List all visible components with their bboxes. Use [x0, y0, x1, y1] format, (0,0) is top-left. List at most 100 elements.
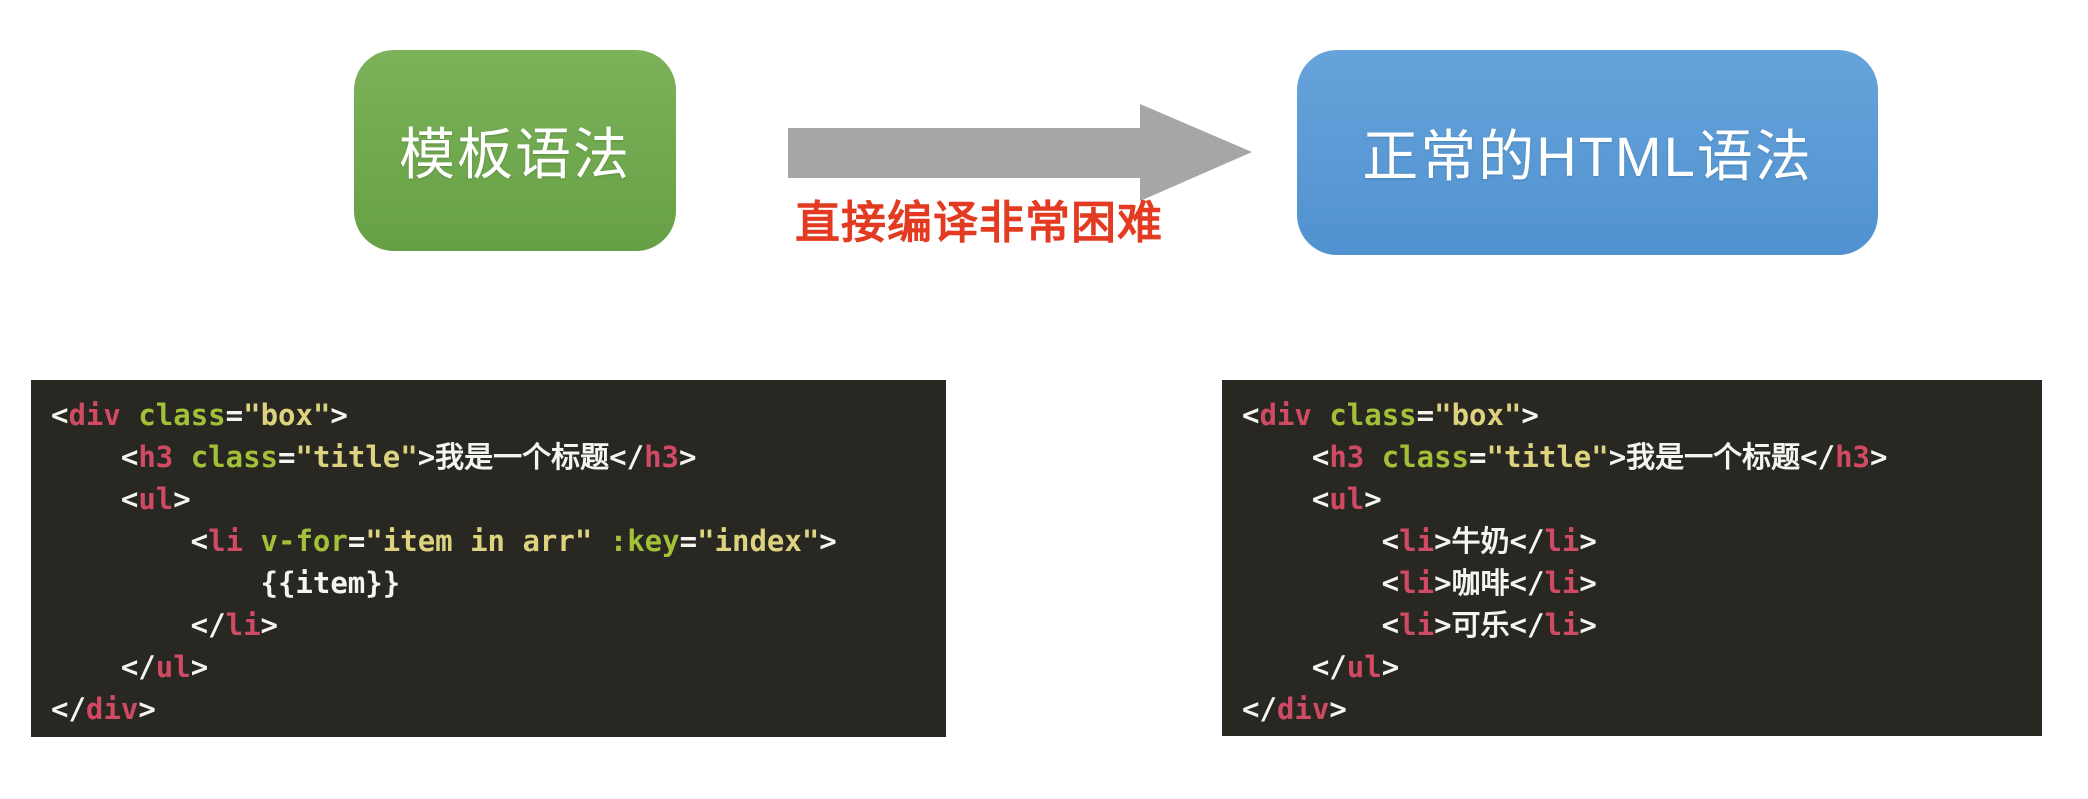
code-token-plain: < — [1242, 482, 1330, 516]
code-line: <div class="box"> — [1242, 394, 2022, 436]
html-syntax-box-label: 正常的HTML语法 — [1362, 125, 1813, 188]
code-token-plain: > — [1579, 608, 1597, 642]
code-token-plain: >我是一个标题</ — [417, 440, 645, 474]
code-token-tag: h3 — [138, 440, 174, 474]
code-token-plain: > — [173, 482, 191, 516]
code-token-plain: {{item}} — [51, 566, 401, 600]
code-token-plain: = — [278, 440, 296, 474]
code-token-tag: h3 — [1329, 440, 1365, 474]
code-token-plain — [1312, 398, 1329, 432]
code-line: </div> — [51, 688, 926, 730]
arrow-label: 直接编译非常困难 — [795, 197, 1164, 248]
code-token-plain: > — [260, 608, 278, 642]
code-token-tag: ul — [1346, 650, 1382, 684]
code-line: <li>咖啡</li> — [1242, 562, 2022, 604]
code-token-plain: < — [51, 482, 139, 516]
code-token-plain: > — [1381, 650, 1400, 684]
code-token-plain: > — [679, 440, 697, 474]
html-syntax-code-block: <div class="box"> <h3 class="title">我是一个… — [1222, 380, 2042, 736]
code-token-plain: > — [1870, 440, 1888, 474]
code-token-attr: class — [1329, 398, 1417, 432]
code-token-str: "index" — [697, 524, 820, 558]
code-token-plain: = — [347, 524, 366, 558]
code-token-tag: div — [1276, 692, 1330, 726]
code-token-plain: </ — [51, 692, 86, 726]
code-token-tag: li — [1399, 524, 1435, 558]
right-arrow-icon — [788, 104, 1252, 201]
code-token-plain: = — [1416, 398, 1435, 432]
code-token-tag: div — [85, 692, 139, 726]
code-token-plain: >我是一个标题</ — [1608, 440, 1836, 474]
code-token-attr: class — [1381, 440, 1470, 474]
code-token-plain — [592, 524, 609, 558]
code-token-tag: li — [1544, 524, 1580, 558]
code-line: <ul> — [1242, 478, 2022, 520]
code-token-plain: </ — [1242, 650, 1347, 684]
code-line: </ul> — [1242, 646, 2022, 688]
code-token-plain: < — [51, 398, 69, 432]
code-token-tag: li — [1544, 608, 1580, 642]
code-token-tag: li — [225, 608, 261, 642]
code-token-plain: > — [1521, 398, 1539, 432]
code-token-plain: > — [1579, 566, 1597, 600]
code-token-plain: > — [190, 650, 209, 684]
code-token-plain — [173, 440, 190, 474]
code-token-str: "title" — [1486, 440, 1609, 474]
code-token-attr: class — [138, 398, 226, 432]
code-token-plain: > — [1329, 692, 1347, 726]
code-token-tag: h3 — [644, 440, 680, 474]
code-token-tag: ul — [1329, 482, 1365, 516]
code-token-plain — [121, 398, 138, 432]
code-token-str: "item in arr" — [365, 524, 593, 558]
code-token-plain: >咖啡</ — [1434, 566, 1545, 600]
code-token-plain: < — [1242, 440, 1330, 474]
code-token-tag: li — [1399, 566, 1435, 600]
code-line: <li>可乐</li> — [1242, 604, 2022, 646]
code-token-plain — [1364, 440, 1381, 474]
code-token-plain: < — [1242, 398, 1260, 432]
code-token-plain: > — [138, 692, 156, 726]
code-line: <li>牛奶</li> — [1242, 520, 2022, 562]
code-token-str: "box" — [243, 398, 331, 432]
code-token-plain: = — [1469, 440, 1487, 474]
code-token-plain: < — [51, 524, 209, 558]
code-token-plain: > — [330, 398, 348, 432]
code-token-plain: = — [679, 524, 698, 558]
code-token-tag: div — [1259, 398, 1312, 432]
code-token-plain: </ — [51, 650, 156, 684]
code-token-str: "box" — [1434, 398, 1522, 432]
code-token-tag: li — [208, 524, 244, 558]
code-line: <ul> — [51, 478, 926, 520]
code-token-plain: > — [1364, 482, 1382, 516]
code-token-plain: >牛奶</ — [1434, 524, 1545, 558]
code-token-plain: </ — [51, 608, 226, 642]
code-line: {{item}} — [51, 562, 926, 604]
code-token-tag: ul — [155, 650, 191, 684]
code-token-plain: = — [225, 398, 244, 432]
code-token-attr: :key — [609, 524, 680, 558]
code-line: </div> — [1242, 688, 2022, 730]
code-line: </ul> — [51, 646, 926, 688]
template-syntax-box-label: 模板语法 — [399, 123, 631, 186]
code-line: </li> — [51, 604, 926, 646]
code-token-plain: </ — [1242, 692, 1277, 726]
code-token-tag: ul — [138, 482, 174, 516]
code-line: <h3 class="title">我是一个标题</h3> — [51, 436, 926, 478]
code-token-attr: v-for — [260, 524, 348, 558]
code-token-tag: li — [1544, 566, 1580, 600]
code-token-plain: < — [1242, 566, 1400, 600]
code-token-tag: h3 — [1835, 440, 1871, 474]
code-token-plain: >可乐</ — [1434, 608, 1545, 642]
code-token-tag: div — [68, 398, 121, 432]
html-syntax-box: 正常的HTML语法 — [1297, 50, 1878, 255]
code-token-str: "title" — [295, 440, 418, 474]
code-token-plain — [243, 524, 260, 558]
code-token-plain: > — [819, 524, 837, 558]
code-token-plain: < — [51, 440, 139, 474]
template-syntax-code-block: <div class="box"> <h3 class="title">我是一个… — [31, 380, 946, 737]
code-token-tag: li — [1399, 608, 1435, 642]
code-line: <h3 class="title">我是一个标题</h3> — [1242, 436, 2022, 478]
code-token-plain: > — [1579, 524, 1597, 558]
code-token-attr: class — [190, 440, 279, 474]
